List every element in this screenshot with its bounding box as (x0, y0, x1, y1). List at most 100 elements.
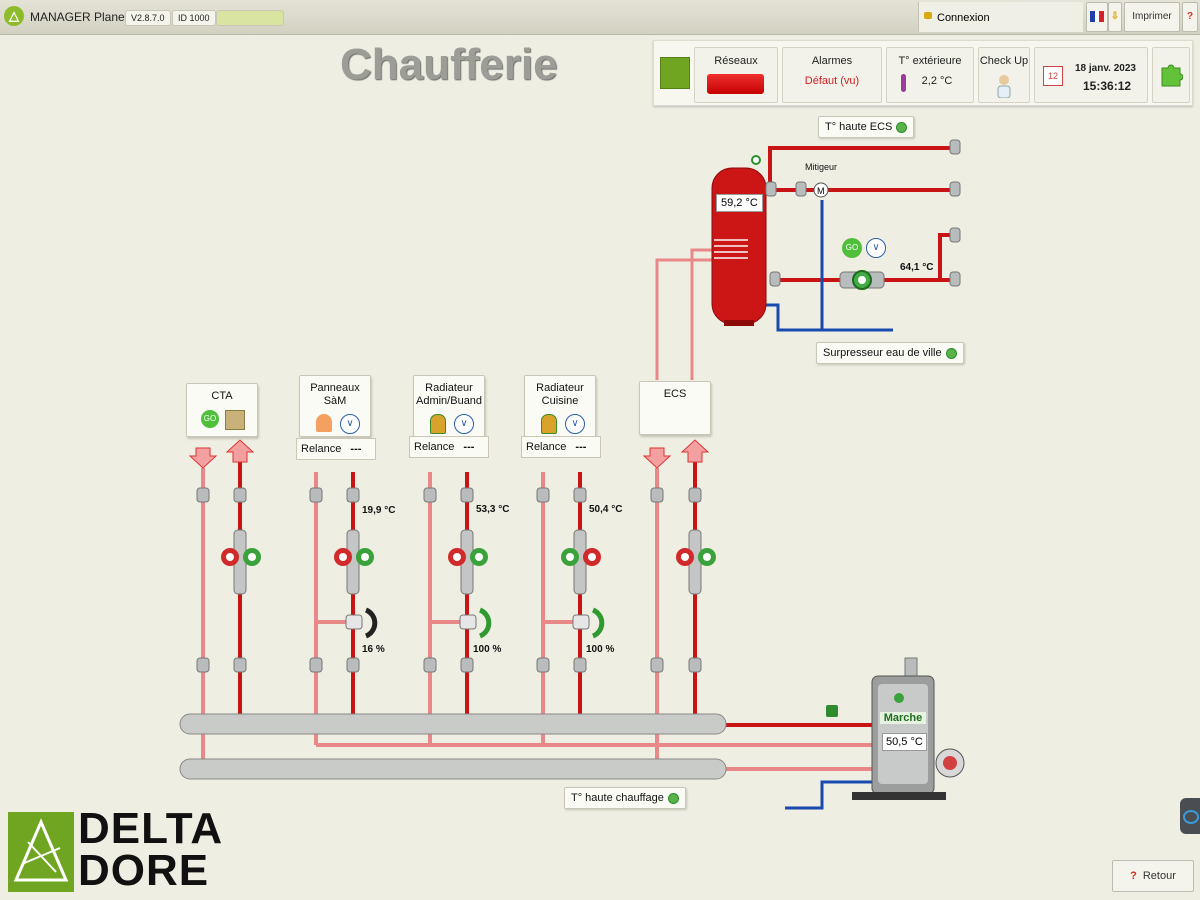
admin-temp: 53,3 °C (476, 504, 510, 515)
surpresseur-label[interactable]: Surpresseur eau de ville (816, 342, 964, 364)
circuit-ecs-name: ECS (663, 388, 687, 400)
help-icon: ? (1186, 11, 1194, 22)
admin-valve-percent: 100 % (473, 644, 502, 655)
deltadore-logo-icon (8, 812, 74, 892)
boiler-icon (826, 657, 965, 800)
circuit-cta[interactable]: CTA GO (186, 383, 258, 437)
language-button[interactable] (1086, 2, 1108, 32)
surpresseur-text: Surpresseur eau de ville (823, 347, 942, 359)
print-button[interactable]: Imprimer (1124, 2, 1180, 32)
app-logo-icon: △ (4, 6, 24, 26)
reseaux-status-bar (707, 74, 764, 94)
status-ok-icon (945, 347, 957, 359)
boiler-state: Marche (880, 712, 926, 724)
three-way-valves (345, 607, 605, 639)
ecs-hot-pipes (768, 146, 958, 282)
circuit-panneaux[interactable]: Panneaux SàM ∨ (299, 375, 371, 437)
occupant-icon (430, 414, 446, 434)
mitigeur-label: Mitigeur (805, 162, 838, 172)
time-value: 15:36:12 (1083, 79, 1132, 93)
temp-ext-value: 2,2 °C (921, 75, 953, 87)
checkup-tile[interactable]: Check Up (978, 47, 1030, 103)
plugin-tile[interactable] (1152, 47, 1190, 103)
datetime-tile[interactable]: 12 18 janv. 2023 15:36:12 (1034, 47, 1148, 103)
clock-icon[interactable]: ∨ (866, 238, 886, 258)
status-ok-icon (896, 121, 908, 133)
version-badge: V2.8.7.0 (125, 10, 171, 26)
ecs-tank-icon (711, 155, 767, 326)
heating-high-temp-label[interactable]: T° haute chauffage (564, 787, 686, 809)
circuit-ecs[interactable]: ECS (639, 381, 711, 435)
status-panel: Réseaux Alarmes Défaut (vu) T° extérieur… (653, 40, 1193, 106)
collector-pipes (179, 713, 727, 780)
circuit-cta-name: CTA (211, 390, 233, 402)
relance-label: Relance (301, 443, 342, 455)
circuit-cuisine[interactable]: Radiateur Cuisine ∨ (524, 375, 596, 437)
thermometer-icon (901, 74, 906, 92)
panneaux-pump-icon (334, 529, 374, 595)
ecs-high-temp-text: T° haute ECS (825, 121, 893, 133)
cta-pump-icon (221, 529, 261, 595)
ecs-high-temp-label[interactable]: T° haute ECS (818, 116, 915, 138)
temp-ext-tile[interactable]: T° extérieure 2,2 °C (886, 47, 974, 103)
clock-icon[interactable]: ∨ (340, 414, 360, 434)
logo-line1: DELTA (78, 804, 224, 853)
air-handler-icon (225, 410, 245, 430)
alarmes-state: Défaut (vu) (804, 75, 860, 87)
temp-ext-label: T° extérieure (898, 55, 962, 67)
retour-label: Retour (1142, 870, 1176, 882)
logo-line2: DORE (78, 846, 210, 895)
ecs-feed-pipes (655, 248, 712, 380)
checkup-label: Check Up (979, 55, 1029, 67)
site-badge (216, 10, 284, 26)
comfort-icon (316, 414, 332, 432)
side-panel-toggle[interactable] (1180, 798, 1200, 834)
panneaux-valve-icon (345, 607, 378, 639)
admin-pump-icon (448, 529, 488, 595)
calendar-icon: 12 (1043, 66, 1063, 86)
admin-valve-icon (459, 607, 492, 639)
return-icon: ? (1130, 870, 1137, 882)
deltadore-small-logo-icon (660, 57, 690, 89)
connexion-button[interactable]: Connexion (918, 2, 1083, 32)
cuisine-temp: 50,4 °C (589, 504, 623, 515)
reseaux-tile[interactable]: Réseaux (694, 47, 778, 103)
clock-icon[interactable]: ∨ (454, 414, 474, 434)
app-name: MANAGER Planet (30, 10, 129, 24)
ecs-pump-icon (839, 270, 885, 290)
alarmes-label: Alarmes (811, 55, 853, 67)
occupant-icon (541, 414, 557, 434)
date-value: 18 janv. 2023 (1075, 63, 1136, 74)
expand-icon (1183, 810, 1199, 824)
status-ok-icon (667, 792, 679, 804)
reseaux-label: Réseaux (714, 55, 758, 67)
flow-arrows (188, 439, 710, 469)
connexion-label: Connexion (937, 12, 990, 24)
top-bar: △ MANAGER Planet V2.8.7.0 ID 1000 Connex… (0, 0, 1200, 35)
relance-panneaux: Relance --- (296, 438, 376, 460)
help-button[interactable]: ? (1182, 2, 1198, 32)
cuisine-pump-icon (561, 529, 601, 595)
retour-button[interactable]: ? Retour (1112, 860, 1194, 892)
relance-cuisine: Relance --- (521, 436, 601, 458)
flag-fr-icon (1090, 11, 1104, 22)
heating-high-temp-text: T° haute chauffage (571, 792, 664, 804)
alarmes-tile[interactable]: Alarmes Défaut (vu) (782, 47, 882, 103)
relance-admin: Relance --- (409, 436, 489, 458)
cuisine-valve-icon (572, 607, 605, 639)
isolation-valves (196, 487, 702, 673)
relance-value: --- (350, 443, 362, 455)
download-button[interactable]: ⇩ (1108, 2, 1122, 32)
go-icon[interactable]: GO (201, 410, 219, 428)
ecs-cold-pipes (766, 200, 893, 332)
circuit-admin[interactable]: Radiateur Admin/Buand ∨ (413, 375, 485, 437)
circuit-pipes (201, 462, 880, 810)
print-label: Imprimer (1132, 11, 1172, 22)
clock-icon[interactable]: ∨ (565, 414, 585, 434)
panneaux-valve-percent: 16 % (362, 644, 385, 655)
ecs-pump-temp: 64,1 °C (900, 262, 934, 273)
circuit-pumps (221, 529, 716, 595)
relance-value: --- (575, 441, 587, 453)
deltadore-logo-text: DELTA DORE (78, 804, 224, 895)
go-icon[interactable]: GO (842, 238, 862, 258)
